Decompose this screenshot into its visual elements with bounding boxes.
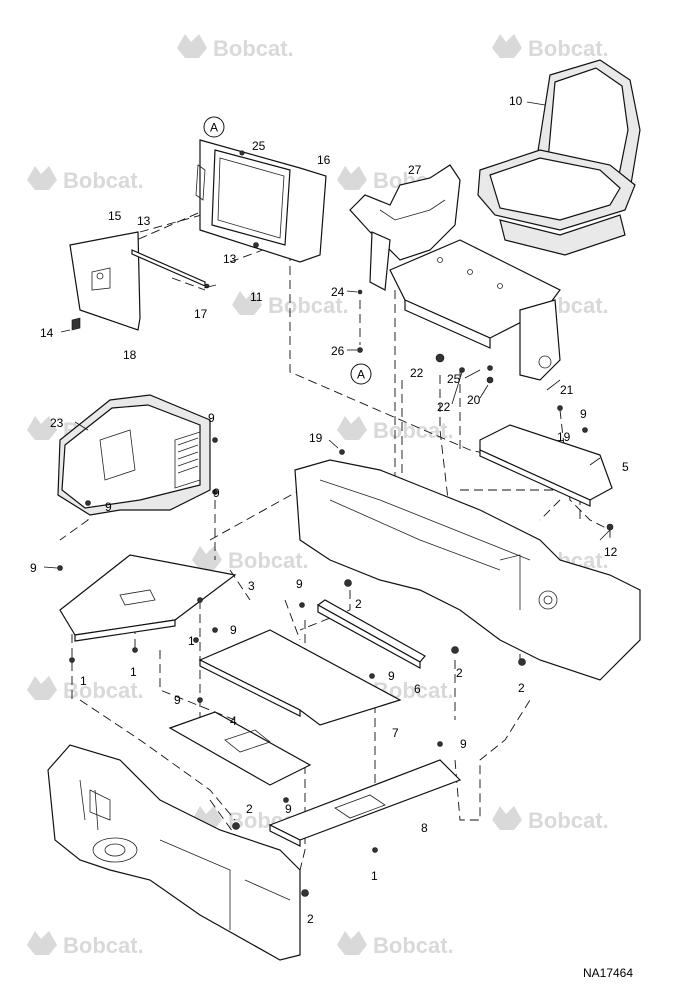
ref-marker-a-bottom-label: A xyxy=(357,368,365,382)
bobcat-watermark-logo: Bobcat. xyxy=(27,676,144,703)
callout-23: 23 xyxy=(50,416,64,430)
bobcat-watermark-logo: Bobcat. xyxy=(337,931,454,958)
svg-text:Bobcat.: Bobcat. xyxy=(373,933,454,958)
part-10-seat xyxy=(477,59,641,256)
svg-text:Bobcat.: Bobcat. xyxy=(373,418,454,443)
ref-marker-a-bottom: A xyxy=(350,363,372,385)
svg-text:Bobcat.: Bobcat. xyxy=(63,678,144,703)
callout-27: 27 xyxy=(408,163,422,177)
main-frame xyxy=(294,459,641,681)
part-6-bar xyxy=(316,599,426,670)
svg-text:Bobcat.: Bobcat. xyxy=(213,36,294,61)
svg-text:Bobcat.: Bobcat. xyxy=(528,808,609,833)
callout-9: 9 xyxy=(213,486,220,500)
callout-9: 9 xyxy=(174,693,181,707)
part-27-seat-frame xyxy=(349,164,461,291)
callout-19: 19 xyxy=(309,431,323,445)
callout-2: 2 xyxy=(246,802,253,816)
callout-25: 25 xyxy=(447,372,461,386)
bobcat-watermark-logo: Bobcat. xyxy=(192,546,309,573)
part-13-rod xyxy=(131,249,206,287)
leader-lines xyxy=(43,101,611,569)
callout-9: 9 xyxy=(208,411,215,425)
callout-2: 2 xyxy=(518,681,525,695)
callout-7: 7 xyxy=(392,726,399,740)
callout-4: 4 xyxy=(230,714,237,728)
part-8-plate xyxy=(268,759,462,847)
svg-text:Bobcat.: Bobcat. xyxy=(228,548,309,573)
seat-mount-plate xyxy=(389,239,561,381)
callout-labels: 25 16 27 10 15 13 13 11 17 14 18 24 26 2… xyxy=(30,94,629,926)
callout-2: 2 xyxy=(355,597,362,611)
callout-19: 19 xyxy=(557,430,571,444)
bobcat-watermark-logo: Bobcat. xyxy=(27,166,144,193)
callout-9: 9 xyxy=(105,500,112,514)
drawing-code: NA17464 xyxy=(583,966,633,980)
callout-8: 8 xyxy=(421,821,428,835)
svg-text:Bobcat.: Bobcat. xyxy=(528,36,609,61)
callout-9: 9 xyxy=(296,577,303,591)
bobcat-watermark-logo: Bobcat. xyxy=(177,34,294,61)
callout-3: 3 xyxy=(248,579,255,593)
callout-20: 20 xyxy=(467,393,481,407)
callout-12: 12 xyxy=(604,545,618,559)
callout-9: 9 xyxy=(285,802,292,816)
part-5-plate xyxy=(479,424,613,507)
part-18-access-panel xyxy=(69,231,141,331)
callout-13: 13 xyxy=(137,214,151,228)
callout-16: 16 xyxy=(317,153,331,167)
callout-2: 2 xyxy=(456,666,463,680)
callout-9: 9 xyxy=(580,407,587,421)
callout-6: 6 xyxy=(414,682,421,696)
svg-text:Bobcat.: Bobcat. xyxy=(63,933,144,958)
callout-15: 15 xyxy=(108,209,122,223)
bobcat-watermark-logo: Bobcat. xyxy=(492,806,609,833)
callout-1: 1 xyxy=(188,634,195,648)
callout-24: 24 xyxy=(331,285,345,299)
callout-14: 14 xyxy=(40,326,54,340)
part-3-plate xyxy=(59,554,237,642)
part-7-plate xyxy=(198,629,402,726)
callout-26: 26 xyxy=(331,344,345,358)
ref-marker-a-top-label: A xyxy=(210,121,218,135)
bobcat-watermark-logo: Bobcat. xyxy=(27,931,144,958)
callout-10: 10 xyxy=(509,94,523,108)
lower-chassis xyxy=(47,744,301,961)
callout-17: 17 xyxy=(194,307,208,321)
callout-9: 9 xyxy=(30,561,37,575)
callout-22: 22 xyxy=(410,366,424,380)
callout-9: 9 xyxy=(460,737,467,751)
part-16-window-frame xyxy=(195,139,327,263)
svg-text:Bobcat.: Bobcat. xyxy=(63,168,144,193)
callout-2: 2 xyxy=(307,912,314,926)
callout-22: 22 xyxy=(437,400,451,414)
callout-25: 25 xyxy=(252,139,266,153)
bolts xyxy=(57,150,614,897)
callout-9: 9 xyxy=(388,669,395,683)
callout-1: 1 xyxy=(130,665,137,679)
callout-13: 13 xyxy=(223,252,237,266)
part-4-plate xyxy=(168,711,312,786)
callout-1: 1 xyxy=(80,674,87,688)
bobcat-watermark-logo: Bobcat. xyxy=(492,34,609,61)
bobcat-watermark-logo: Bobcat. xyxy=(232,291,349,318)
ref-marker-a-top: A xyxy=(203,116,225,138)
callout-9: 9 xyxy=(230,623,237,637)
part-23-console xyxy=(57,394,211,516)
callout-21: 21 xyxy=(560,383,574,397)
svg-text:Bobcat.: Bobcat. xyxy=(268,293,349,318)
callout-11: 11 xyxy=(250,290,263,304)
callout-1: 1 xyxy=(371,869,378,883)
callout-18: 18 xyxy=(123,348,137,362)
callout-5: 5 xyxy=(622,460,629,474)
